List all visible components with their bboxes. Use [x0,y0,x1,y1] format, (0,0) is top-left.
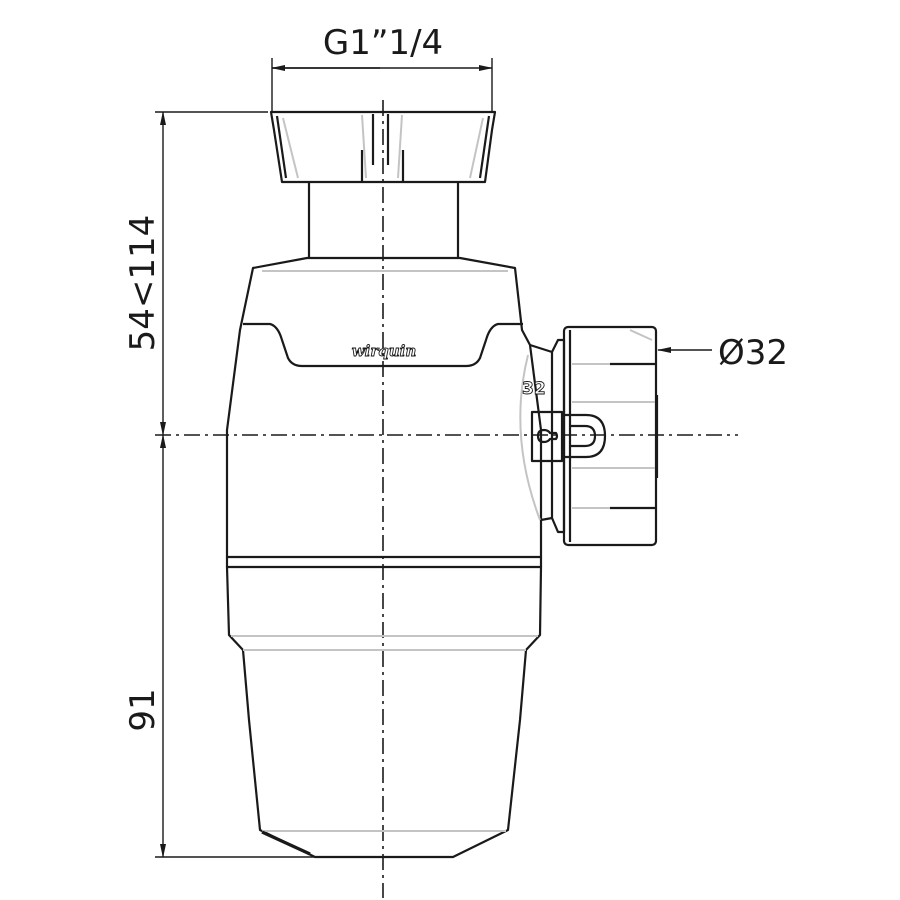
clip [530,410,564,463]
inlet-thread-label: G1”1/4 [323,23,443,63]
brand-logo: wirquin [352,342,417,360]
adjustable-height-label: 54<114 [123,215,163,352]
keyhole-icon [536,428,559,444]
outlet-diameter-label: Ø32 [718,333,788,373]
trap-lower-cup [225,557,543,859]
height-dimensions: 54<114 91 [123,111,315,858]
outlet-diameter-dimension: Ø32 [657,333,788,373]
lower-height-label: 91 [123,688,163,731]
inlet-thread-dimension: G1”1/4 [271,23,493,112]
outlet-nut [562,325,658,547]
inlet-tube [307,183,460,258]
trap-upper-body: wirquin [225,256,543,559]
side-outlet: 32 [519,325,659,547]
inlet-nut [269,110,497,184]
outlet-size-mark: 32 [522,379,546,399]
